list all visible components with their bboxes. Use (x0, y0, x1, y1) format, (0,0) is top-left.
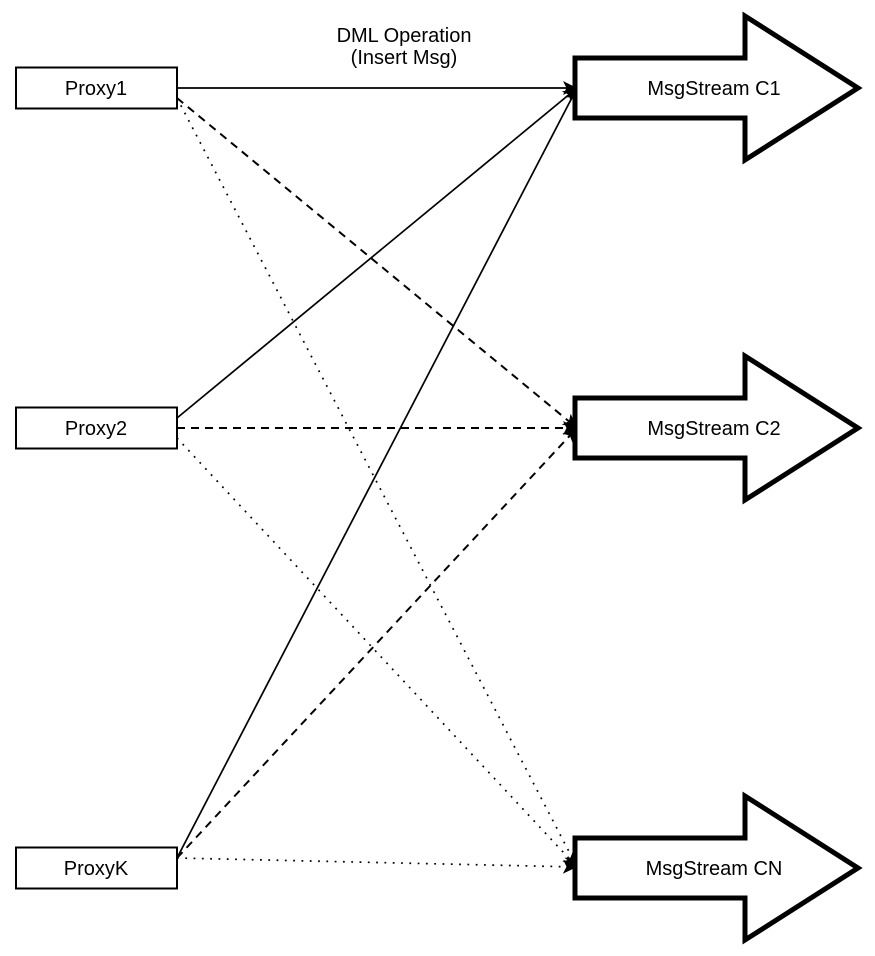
edge-proxy2-cn (176, 437, 578, 868)
proxy2-box (15, 406, 178, 450)
msgstream-c1-arrow (572, 11, 863, 165)
edges-layer (176, 81, 578, 874)
edge-label-line-2: (Insert Msg) (351, 47, 458, 69)
proxyK-box (15, 846, 178, 890)
proxy-node-proxy1: Proxy1 (15, 66, 178, 110)
msgstream-c2-arrow (572, 351, 863, 505)
edge-proxyK-cn (176, 857, 578, 874)
proxyK-label: ProxyK (64, 858, 129, 880)
edge-proxyK-c2 (176, 427, 578, 859)
stream-node-c2: MsgStream C2 (572, 351, 863, 505)
proxy1-label: Proxy1 (65, 78, 127, 100)
edge-label-line-1: DML Operation (337, 25, 472, 47)
stream-node-cn: MsgStream CN (572, 791, 863, 945)
edge-proxy1-c2 (176, 97, 578, 429)
msgstream-cn-label: MsgStream CN (646, 858, 783, 880)
msgstream-c2-label: MsgStream C2 (647, 418, 780, 440)
proxy-node-proxy2: Proxy2 (15, 406, 178, 450)
proxy2-label: Proxy2 (65, 418, 127, 440)
edge-proxy1-cn (176, 97, 578, 868)
msgstream-c1-label: MsgStream C1 (647, 78, 780, 100)
proxy1-box (15, 66, 178, 110)
msgstream-cn-arrow (572, 791, 863, 945)
proxy-node-proxyK: ProxyK (15, 846, 178, 890)
edge-proxyK-c1 (176, 87, 578, 859)
edge-proxy2-c1 (176, 87, 578, 419)
stream-node-c1: MsgStream C1 (572, 11, 863, 165)
